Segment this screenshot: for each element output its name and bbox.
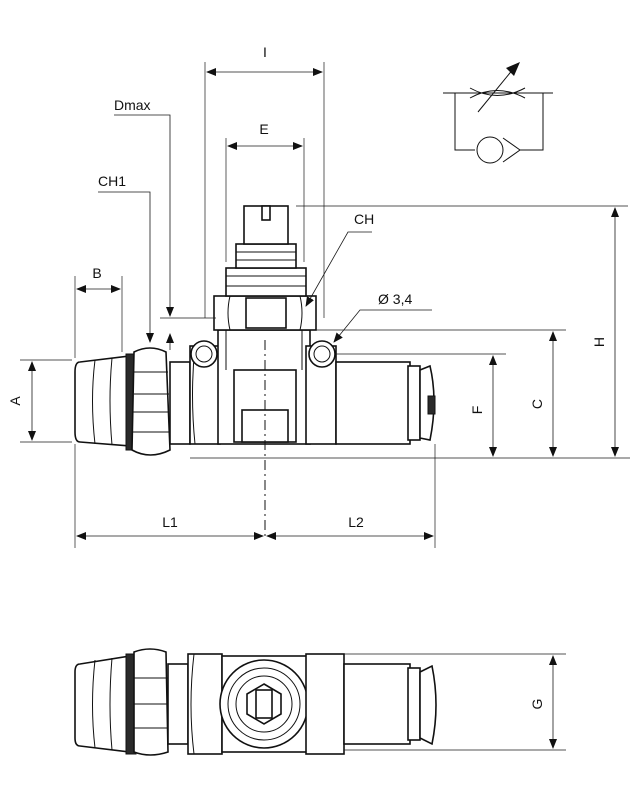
label-a: A: [7, 396, 23, 406]
fitting-top-view: [74, 648, 437, 756]
label-ch1: CH1: [98, 173, 126, 189]
dimension-g: G: [344, 653, 566, 751]
label-hole: Ø 3,4: [378, 291, 412, 307]
dimension-l1-l2: L1 L2: [74, 444, 436, 548]
dimension-ch: CH: [305, 211, 374, 307]
label-g: G: [529, 699, 545, 710]
dimension-f: F: [336, 353, 506, 457]
label-e: E: [259, 121, 268, 137]
dimension-ch1: CH1: [98, 173, 154, 343]
label-h: H: [591, 337, 607, 347]
dimension-a: A: [7, 359, 72, 443]
label-i: I: [263, 44, 267, 60]
flow-control-symbol: [443, 62, 553, 164]
label-dmax: Dmax: [114, 97, 151, 113]
dimension-c: C: [316, 329, 566, 457]
label-b: B: [92, 265, 101, 281]
label-ch: CH: [354, 211, 374, 227]
label-f: F: [469, 406, 485, 415]
dimension-i: I: [204, 44, 325, 318]
dimension-e: E: [225, 121, 305, 262]
label-l2: L2: [348, 514, 364, 530]
fitting-side-view: [74, 205, 436, 540]
dimension-h: H: [296, 205, 628, 457]
dimension-b: B: [74, 265, 123, 358]
label-c: C: [529, 399, 545, 409]
dimension-dmax: Dmax: [114, 97, 216, 350]
label-l1: L1: [162, 514, 178, 530]
dimension-hole: Ø 3,4: [333, 291, 432, 343]
